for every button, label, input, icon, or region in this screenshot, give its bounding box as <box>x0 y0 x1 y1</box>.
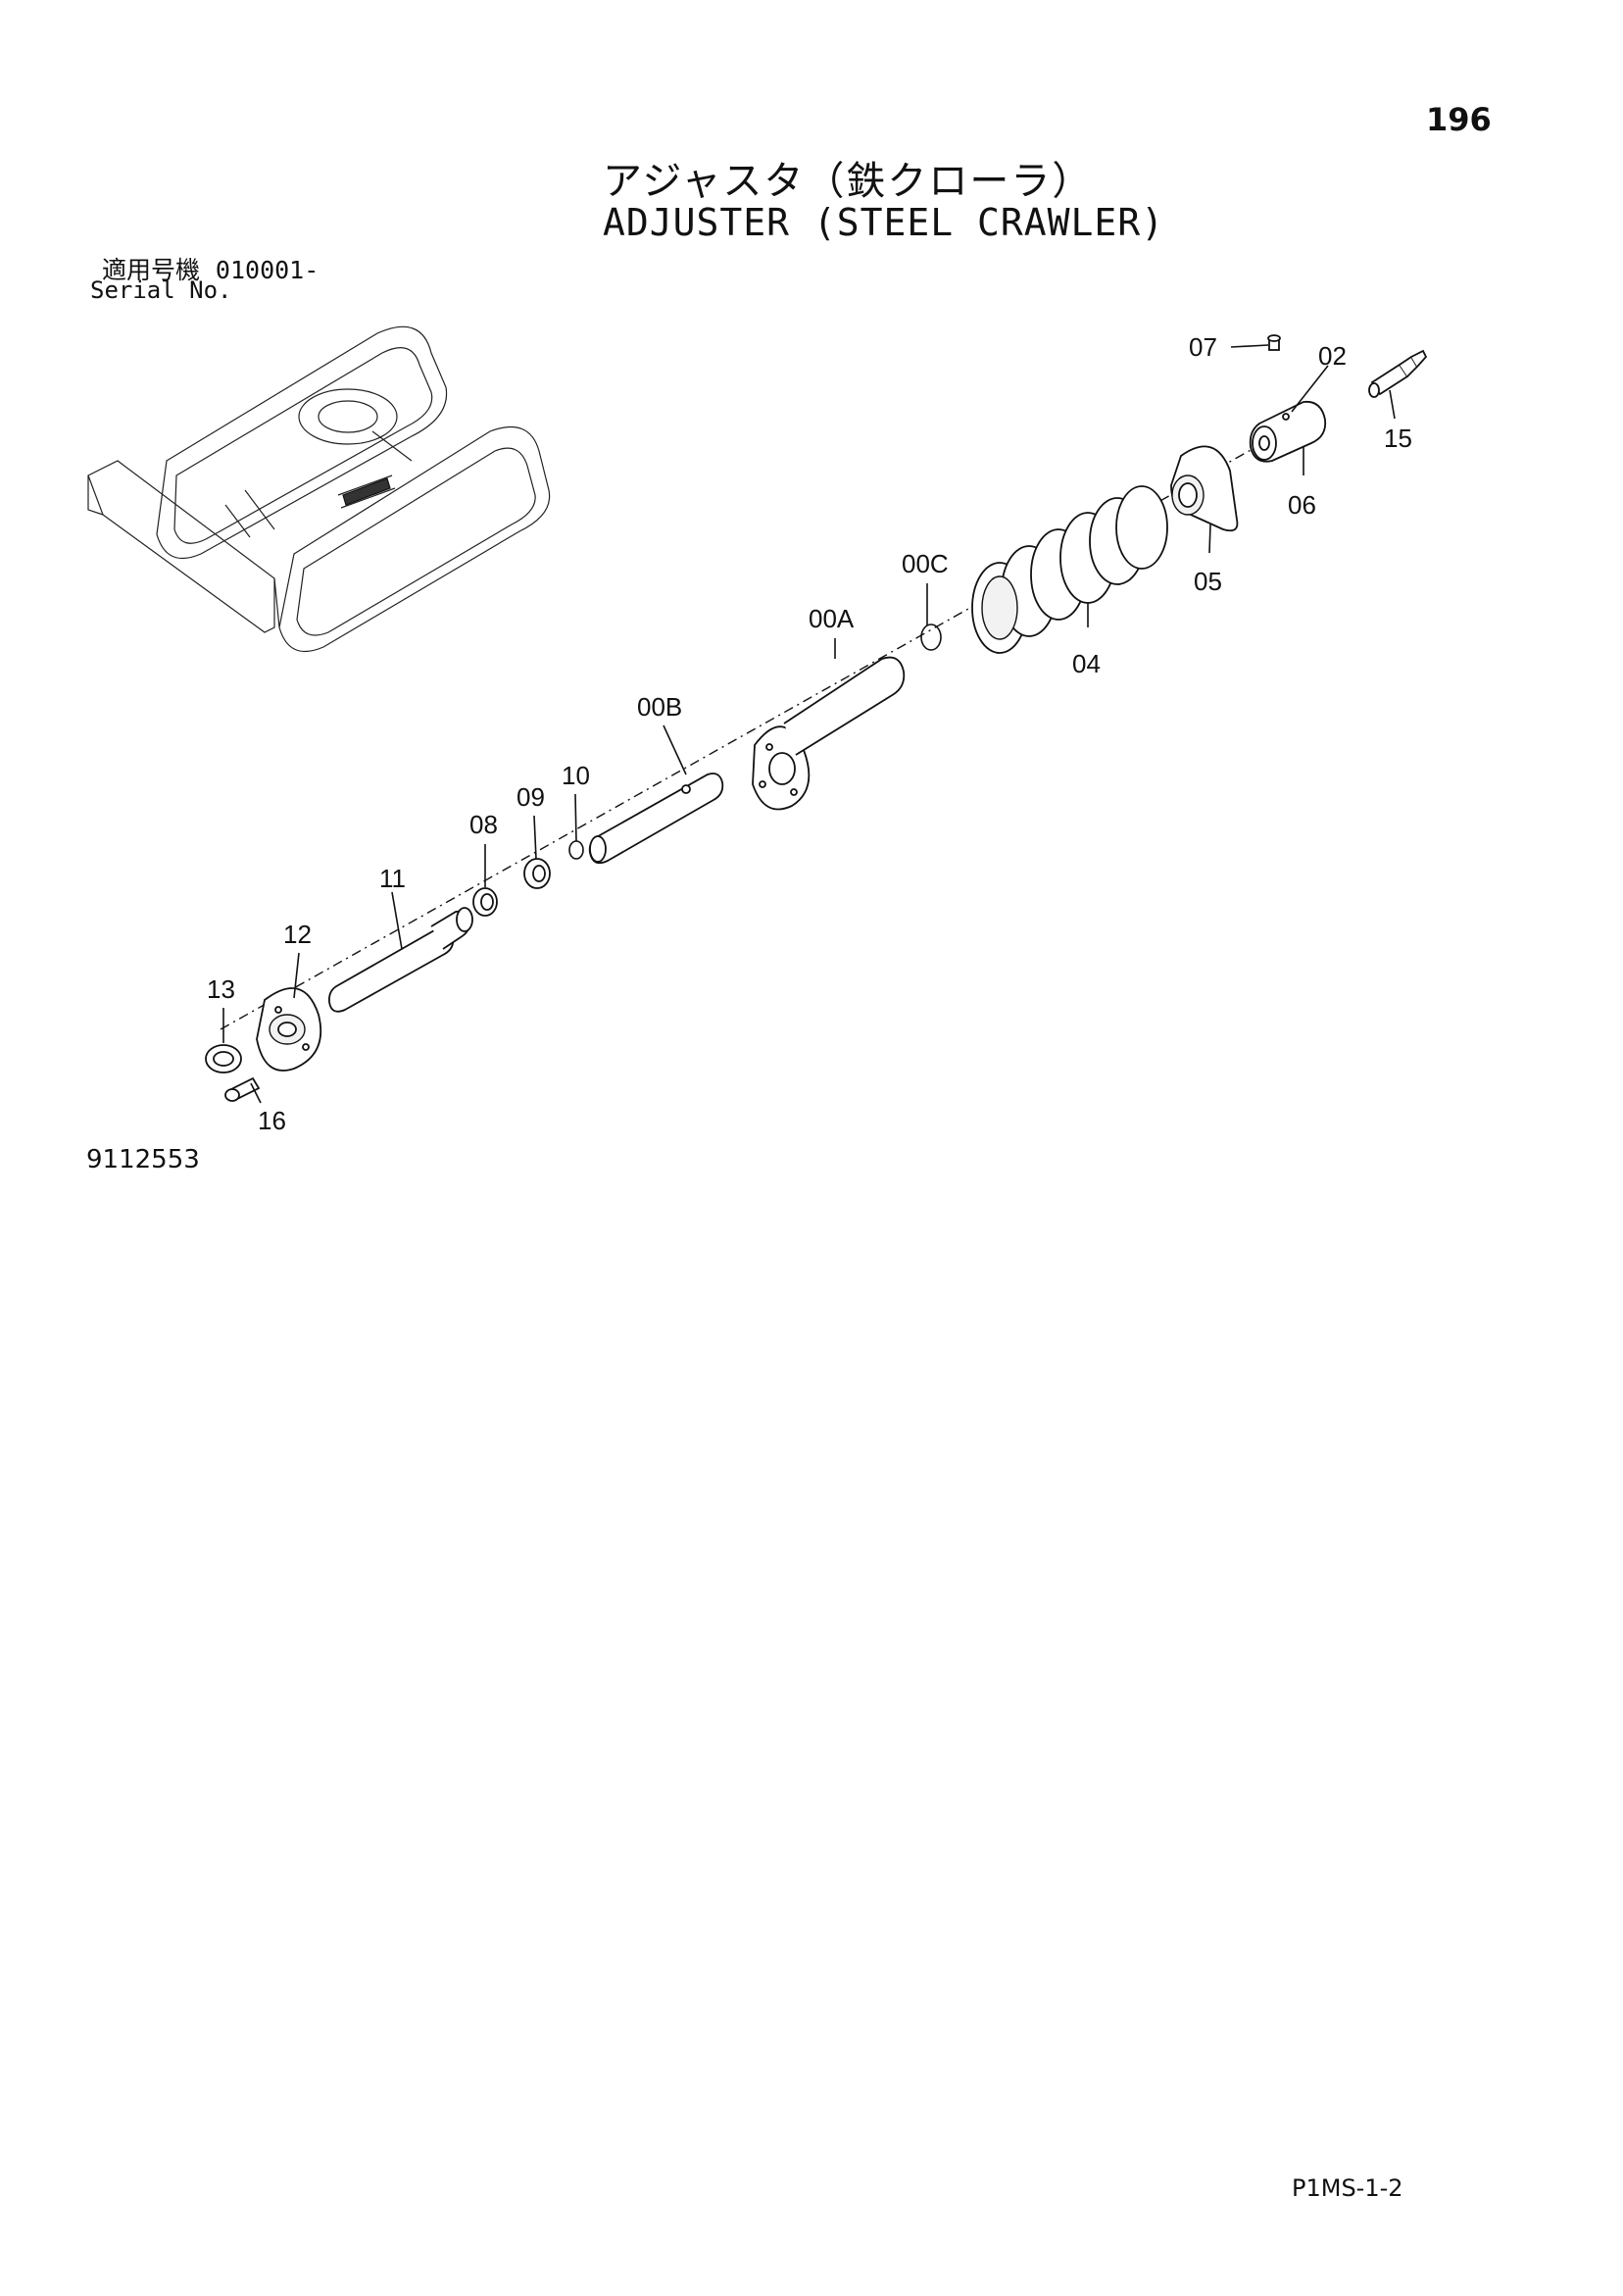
part-16-bolt <box>224 1076 261 1102</box>
part-15-grease-fitting <box>1368 349 1428 398</box>
callout-13: 13 <box>207 974 235 1004</box>
callout-12: 12 <box>283 920 312 949</box>
callout-09: 09 <box>516 782 545 812</box>
callout-00B: 00B <box>637 692 682 722</box>
page-title-english: ADJUSTER (STEEL CRAWLER) <box>603 201 1165 244</box>
callout-08: 08 <box>469 810 498 839</box>
callout-04: 04 <box>1072 649 1101 678</box>
callout-06: 06 <box>1288 490 1316 520</box>
part-05-bracket <box>1170 445 1239 532</box>
serial-value: 010001- <box>215 256 320 284</box>
part-00B-piston <box>588 773 724 865</box>
part-07-plug <box>1267 334 1281 351</box>
part-13-seal <box>205 1044 242 1073</box>
part-12-flange <box>256 987 322 1072</box>
page-title-japanese: アジャスタ（鉄クローラ） <box>603 159 1094 204</box>
callout-10: 10 <box>562 761 590 790</box>
drawing-number: 9112553 <box>86 1145 200 1174</box>
callout-11: 11 <box>379 864 406 893</box>
part-00A-cylinder <box>752 656 906 811</box>
serial-label-english: Serial No. <box>90 276 232 304</box>
callout-15: 15 <box>1384 424 1412 453</box>
callout-leaders <box>222 344 1396 1104</box>
serial-label-japanese: 適用号機 010001- <box>102 251 319 286</box>
part-04-spring <box>971 485 1168 654</box>
part-10-snap-ring <box>568 840 584 860</box>
callout-05: 05 <box>1194 567 1222 596</box>
callout-00C: 00C <box>902 549 949 578</box>
serial-label: 適用号機 <box>102 256 201 284</box>
callout-07: 07 <box>1189 332 1217 362</box>
callout-00A: 00A <box>809 604 855 633</box>
part-00C-oring <box>920 624 942 651</box>
part-11-rod <box>328 907 473 1013</box>
page-number: 196 <box>1426 101 1492 138</box>
callout-02: 02 <box>1318 341 1347 371</box>
callout-16: 16 <box>258 1106 286 1135</box>
part-06-nut <box>1249 400 1327 463</box>
part-08-ring <box>472 887 498 917</box>
footer-code: P1MS-1-2 <box>1292 2174 1403 2202</box>
crawler-location-sketch <box>87 325 551 653</box>
part-09-ring <box>523 858 551 889</box>
